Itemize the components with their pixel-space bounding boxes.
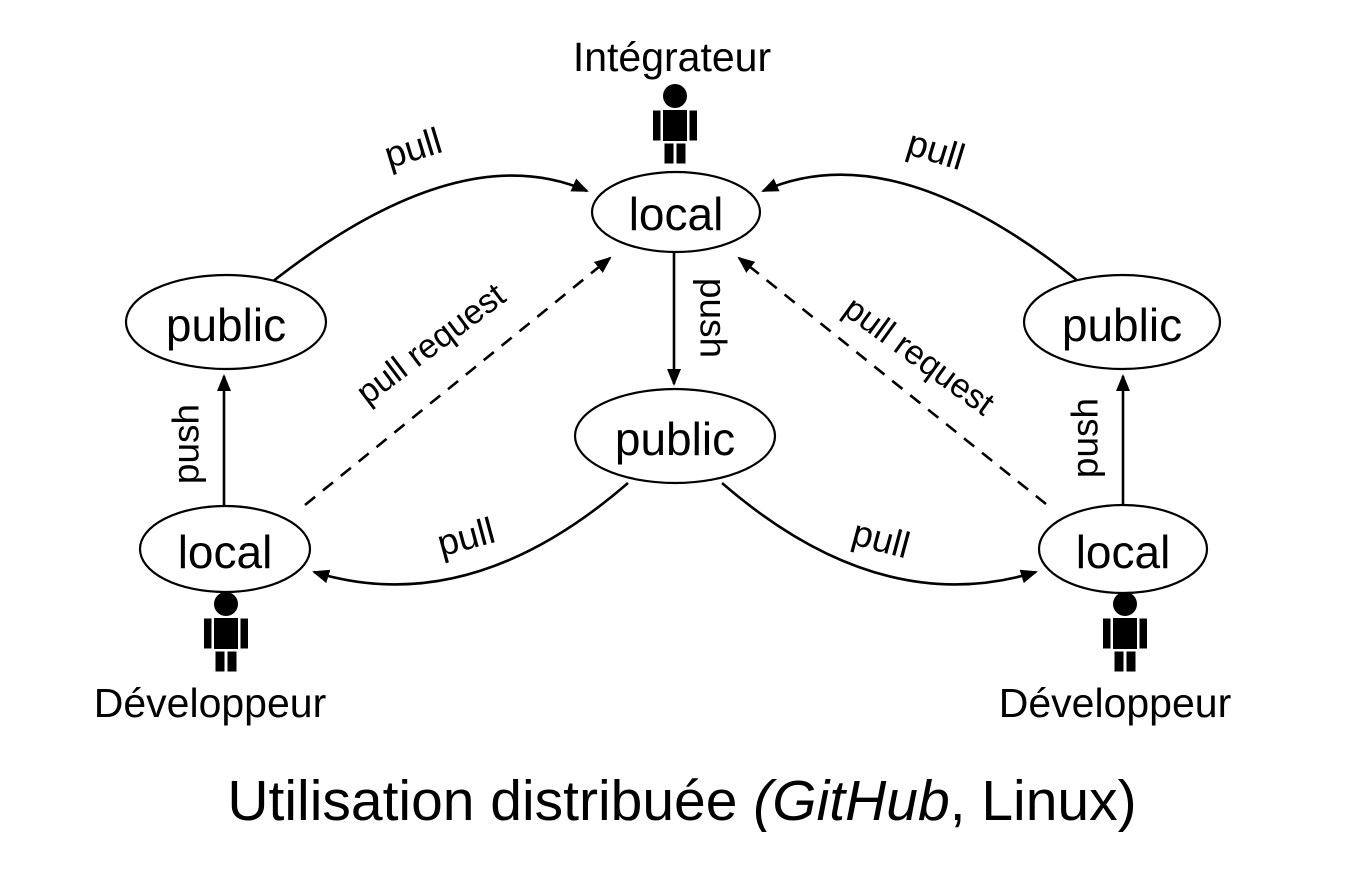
edge-label-push-left: push — [166, 404, 207, 484]
person-icon-integrator — [653, 84, 697, 164]
person-icon-developer-left — [204, 592, 248, 672]
node-developer-right-local: local — [1037, 503, 1209, 595]
edge-label-push-right: push — [1065, 398, 1106, 478]
nodes: local public public public local local — [124, 170, 1222, 595]
node-developer-left-public: public — [124, 273, 328, 371]
edge-pull-top-right — [761, 173, 1079, 283]
edge-pull-request-left — [304, 256, 612, 507]
edges — [217, 173, 1130, 586]
caption-regular-1: Utilisation distribuée — [227, 769, 753, 833]
edge-pull-request-right — [737, 256, 1047, 506]
edge-label-pull-bottom-right: pull — [848, 512, 914, 567]
edge-label-pull-top-right: pull — [902, 122, 969, 178]
node-integrator-local: local — [590, 170, 762, 254]
node-label-integrator-local: local — [629, 188, 724, 240]
figure-caption: Utilisation distribuée (GitHub, Linux) — [227, 769, 1136, 833]
caption-regular-2: , Linux) — [950, 769, 1137, 833]
node-label-developer-left-public: public — [166, 299, 286, 351]
edge-pull-bottom-right — [721, 482, 1038, 586]
actor-label-developer-left: Développeur — [94, 680, 327, 726]
node-integrator-public: public — [573, 387, 777, 485]
node-label-developer-right-local: local — [1076, 526, 1171, 578]
edge-label-push-center: push — [693, 278, 734, 358]
actor-label-developer-right: Développeur — [999, 680, 1232, 726]
actors: Intégrateur Développeur Développeur — [94, 34, 1232, 726]
edge-pull-top-left — [271, 174, 589, 284]
person-icon-developer-right — [1103, 592, 1147, 672]
edge-label-pull-top-left: pull — [379, 120, 446, 176]
edge-pull-bottom-left — [312, 482, 629, 586]
edge-label-pull-bottom-left: pull — [433, 510, 499, 565]
actor-label-integrator: Intégrateur — [573, 34, 771, 80]
caption-italic-github: (GitHub — [753, 769, 949, 833]
node-label-integrator-public: public — [615, 413, 735, 465]
node-developer-left-local: local — [138, 504, 312, 594]
edge-label-pull-request-left: pull request — [349, 276, 513, 412]
node-developer-right-public: public — [1022, 273, 1222, 371]
node-label-developer-right-public: public — [1062, 299, 1182, 351]
node-label-developer-left-local: local — [178, 526, 273, 578]
